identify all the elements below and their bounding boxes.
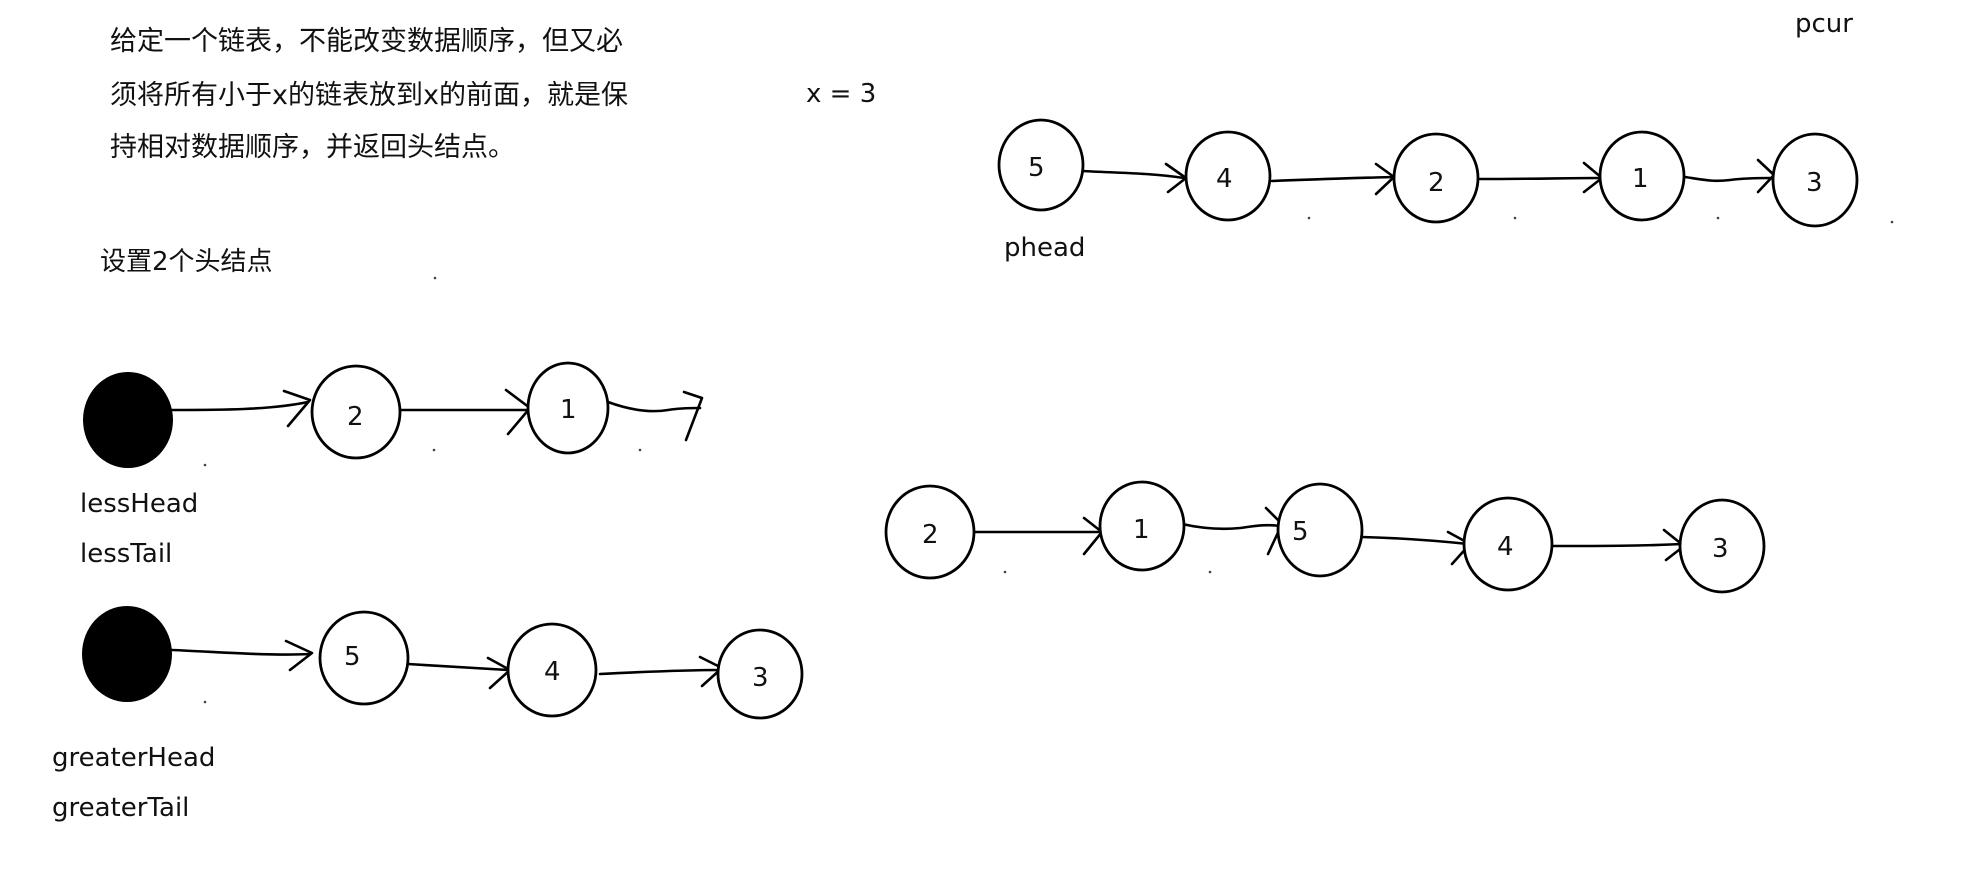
phead-label: phead [1004,233,1085,263]
result-list: 2 1 5 4 3 [884,480,1766,594]
node-value: 3 [1712,534,1729,564]
node-value: 3 [1806,168,1823,198]
speck [432,448,436,452]
original-list: 5 4 2 1 3 [997,118,1859,228]
node-value: 5 [1292,517,1309,547]
specks [203,216,1894,704]
arrow [1180,522,1282,531]
speck [1003,570,1007,574]
problem-line: 持相对数据顺序，并返回头结点。 [110,132,515,163]
arrowhead [282,389,312,428]
list-node [1462,496,1554,592]
node-value: 1 [560,395,577,425]
node-value: 5 [344,642,361,672]
speck [203,463,207,467]
list-node [1598,130,1686,222]
arrow [1552,542,1684,548]
arrowhead [504,388,532,436]
problem-line: 须将所有小于x的链表放到x的前面，就是保 [110,80,628,111]
node-value: 4 [1216,164,1233,194]
list-node [1184,130,1272,222]
arrowhead [284,639,314,672]
list-node [997,118,1085,212]
node-value: 4 [1497,532,1514,562]
speck [1513,216,1517,220]
node-value: 2 [922,520,939,550]
list-node [1098,480,1186,572]
node-value: 2 [1428,168,1445,198]
list-node [1276,482,1364,578]
speck [638,448,642,452]
list-node [318,610,410,706]
speck [1208,570,1212,574]
arrow [406,662,510,672]
less-list: 2 1 [83,361,704,468]
node-value: 1 [1632,164,1649,194]
speck [203,700,207,704]
arrowhead [1374,162,1396,196]
arrow [170,648,312,656]
setup-text: 设置2个头结点 [100,247,273,277]
arrow [1478,176,1602,181]
node-value: 3 [752,663,769,693]
arrow [598,668,722,676]
list-node [884,484,976,580]
list-node [716,628,804,720]
node-value: 4 [544,657,561,687]
less-tail-label: lessTail [80,539,172,569]
greater-tail-label: greaterTail [52,793,189,823]
pcur-label: pcur [1795,9,1853,39]
list-node [1392,132,1480,224]
arrow [606,400,702,413]
speck [1307,216,1311,220]
problem-line: 给定一个链表，不能改变数据顺序，但又必 [110,26,623,57]
speck [433,276,437,280]
arrow [1270,175,1394,183]
list-node [526,361,610,455]
greater-head-label: greaterHead [52,743,215,773]
list-node [1771,132,1859,228]
list-node [310,364,402,460]
arrow [1080,169,1186,180]
less-head-label: lessHead [80,489,198,519]
condition-text: x = 3 [806,79,876,109]
arrow [1683,175,1774,183]
greater-list: 5 4 3 [82,606,804,720]
node-value: 2 [347,402,364,432]
arrowhead [682,390,704,442]
list-node [506,622,598,718]
problem-statement: 给定一个链表，不能改变数据顺序，但又必 须将所有小于x的链表放到x的前面，就是保… [110,26,628,163]
node-value: 5 [1028,153,1045,183]
list-node [1678,498,1766,594]
arrow [1360,535,1470,546]
speck [1716,216,1720,220]
arrowhead [1756,158,1776,194]
arrow [170,400,310,412]
less-head-node [83,372,173,468]
greater-head-node [82,606,172,702]
speck [1890,220,1894,224]
node-value: 1 [1133,515,1150,545]
